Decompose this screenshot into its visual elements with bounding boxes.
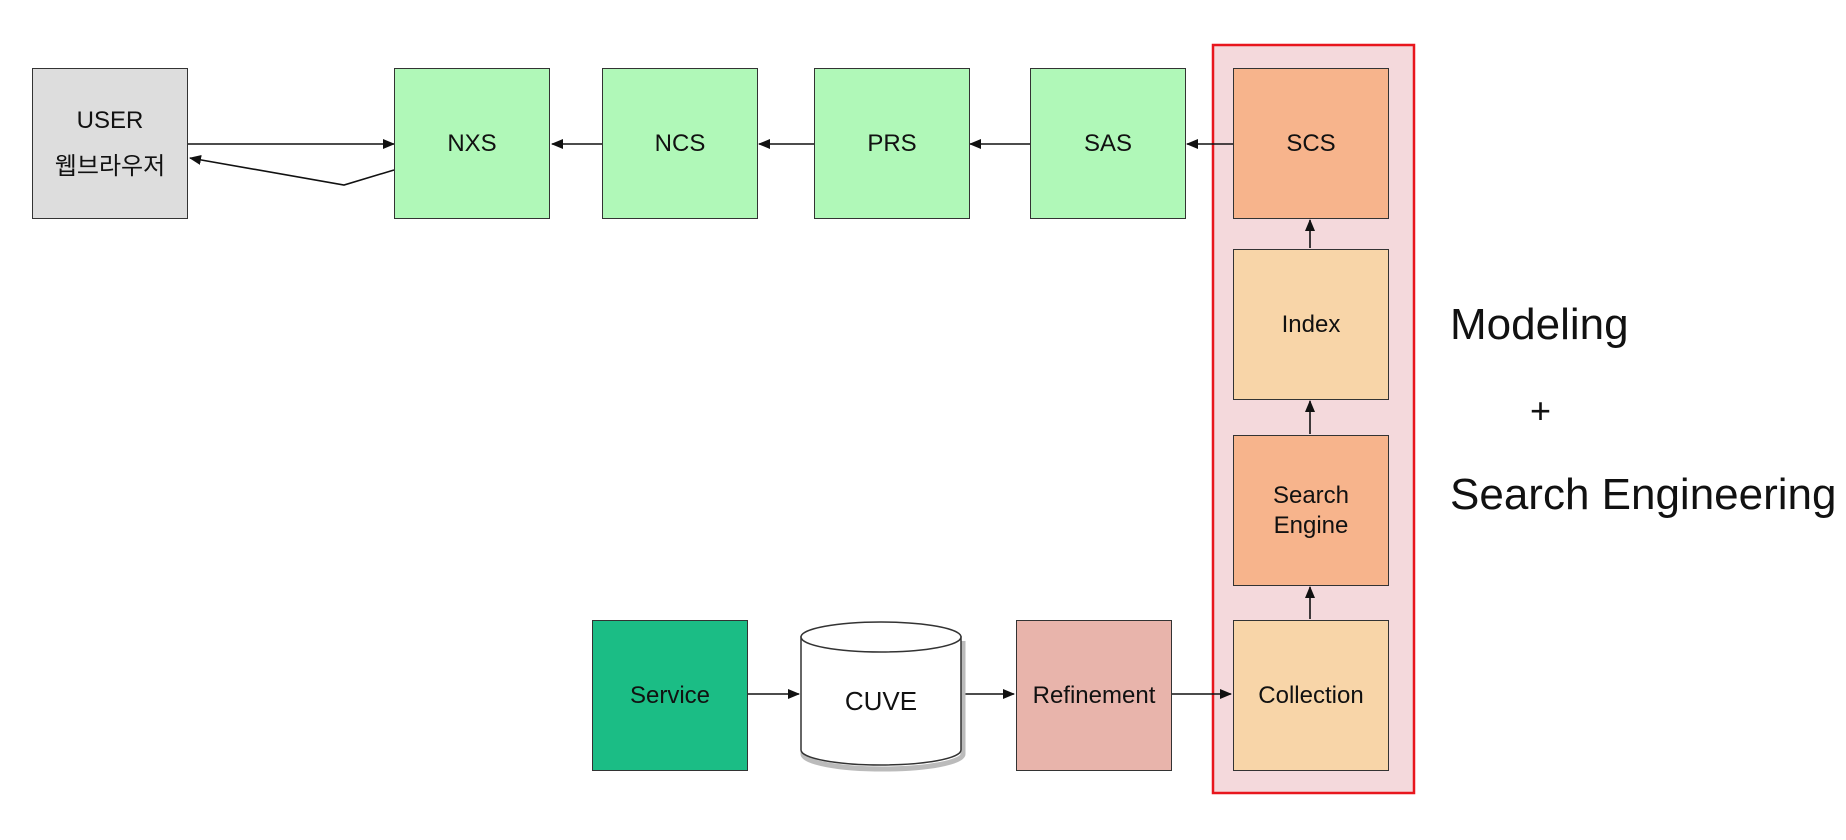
nxs-node: NXS [394, 68, 550, 219]
index-node-label: Index [1281, 310, 1341, 338]
user-node-label: USER [76, 106, 144, 134]
collection-node-label: Collection [1258, 681, 1364, 709]
cuve-cylinder-body [800, 636, 962, 766]
prs-node-label: PRS [867, 129, 917, 157]
index-node: Index [1233, 249, 1389, 400]
nxs-node-label: NXS [447, 129, 497, 157]
cuve-cylinder-shadow [800, 641, 966, 772]
cuve-label: CUVE [845, 686, 917, 716]
arrow-nxs-to-user [189, 154, 395, 186]
service-node: Service [592, 620, 748, 771]
ncs-node-label: NCS [654, 129, 706, 157]
sas-node: SAS [1030, 68, 1186, 219]
cuve-cylinder-top [800, 621, 962, 653]
user-node-sublabel: 웹브라우저 [54, 152, 166, 180]
user-node: USER 웹브라우저 [32, 68, 188, 219]
search-engine-node: Search Engine [1233, 435, 1389, 586]
scs-node: SCS [1233, 68, 1389, 219]
sas-node-label: SAS [1083, 129, 1133, 157]
cuve-cylinder: CUVE [800, 621, 966, 772]
side-text-modeling: Modeling [1450, 300, 1629, 349]
collection-node: Collection [1233, 620, 1389, 771]
search-engine-node-label-line2: Engine [1273, 511, 1349, 539]
refinement-node: Refinement [1016, 620, 1172, 771]
scs-node-label: SCS [1286, 129, 1336, 157]
refinement-node-label: Refinement [1032, 681, 1156, 709]
connector-arrows [188, 139, 1315, 699]
side-text-search-engineering: Search Engineering [1450, 470, 1837, 519]
prs-node: PRS [814, 68, 970, 219]
side-text-plus: + [1530, 390, 1552, 431]
ncs-node: NCS [602, 68, 758, 219]
search-engine-node-label-line1: Search [1272, 481, 1350, 509]
service-node-label: Service [629, 681, 711, 709]
